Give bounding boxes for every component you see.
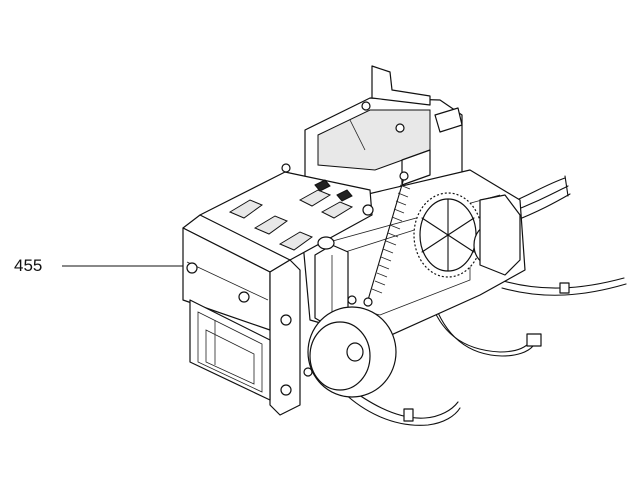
cable-right: [499, 277, 627, 296]
motor: [303, 295, 397, 398]
tension-spring: [363, 171, 411, 307]
toothed-wheel: [413, 192, 521, 278]
callout-label-455: 455: [14, 256, 43, 275]
front-housing-455: [182, 214, 301, 416]
cable-bottom: [342, 384, 461, 426]
wire-with-connector: [429, 299, 542, 357]
